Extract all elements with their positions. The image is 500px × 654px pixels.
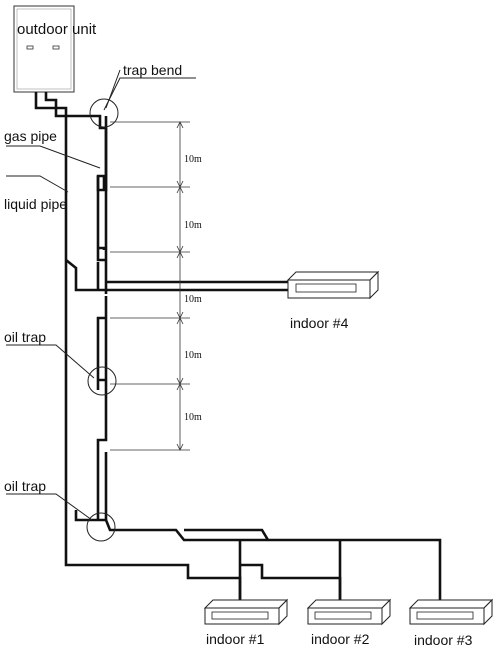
indoor-1-label: indoor #1	[206, 631, 265, 647]
liquid-pipe-main	[34, 92, 242, 600]
indoor-unit-2	[306, 598, 392, 626]
dim-3: 10m	[184, 294, 202, 305]
indoor-unit-4	[286, 270, 380, 300]
trap-bend-circle	[89, 98, 119, 128]
dim-1: 10m	[184, 154, 202, 165]
gas-riser	[96, 116, 108, 520]
dim-5: 10m	[184, 412, 202, 423]
indoor-3-label: indoor #3	[414, 632, 473, 648]
indoor-unit-3	[408, 598, 494, 626]
oil-trap-label-1: oil trap	[4, 329, 46, 345]
outdoor-unit-label: outdoor unit	[17, 21, 97, 38]
leader-lines	[6, 69, 196, 521]
indoor-4-label: indoor #4	[290, 315, 349, 331]
oil-trap-circle-1	[87, 366, 117, 396]
branch-indoor-4	[65, 258, 288, 292]
oil-trap-circle-2	[86, 512, 116, 542]
indoor-unit-1	[203, 598, 289, 626]
dim-2: 10m	[184, 220, 202, 231]
liquid-pipe-label: liquid pipe	[4, 196, 67, 212]
dimension-lines	[110, 121, 190, 451]
dim-4: 10m	[184, 350, 202, 361]
header-pipe	[74, 510, 442, 600]
liquid-branch-2	[240, 563, 342, 600]
gas-pipe-label: gas pipe	[4, 128, 57, 144]
outdoor-unit	[13, 5, 75, 93]
trap-bend-label: trap bend	[123, 62, 182, 78]
oil-trap-label-2: oil trap	[4, 478, 46, 494]
indoor-2-label: indoor #2	[311, 631, 370, 647]
